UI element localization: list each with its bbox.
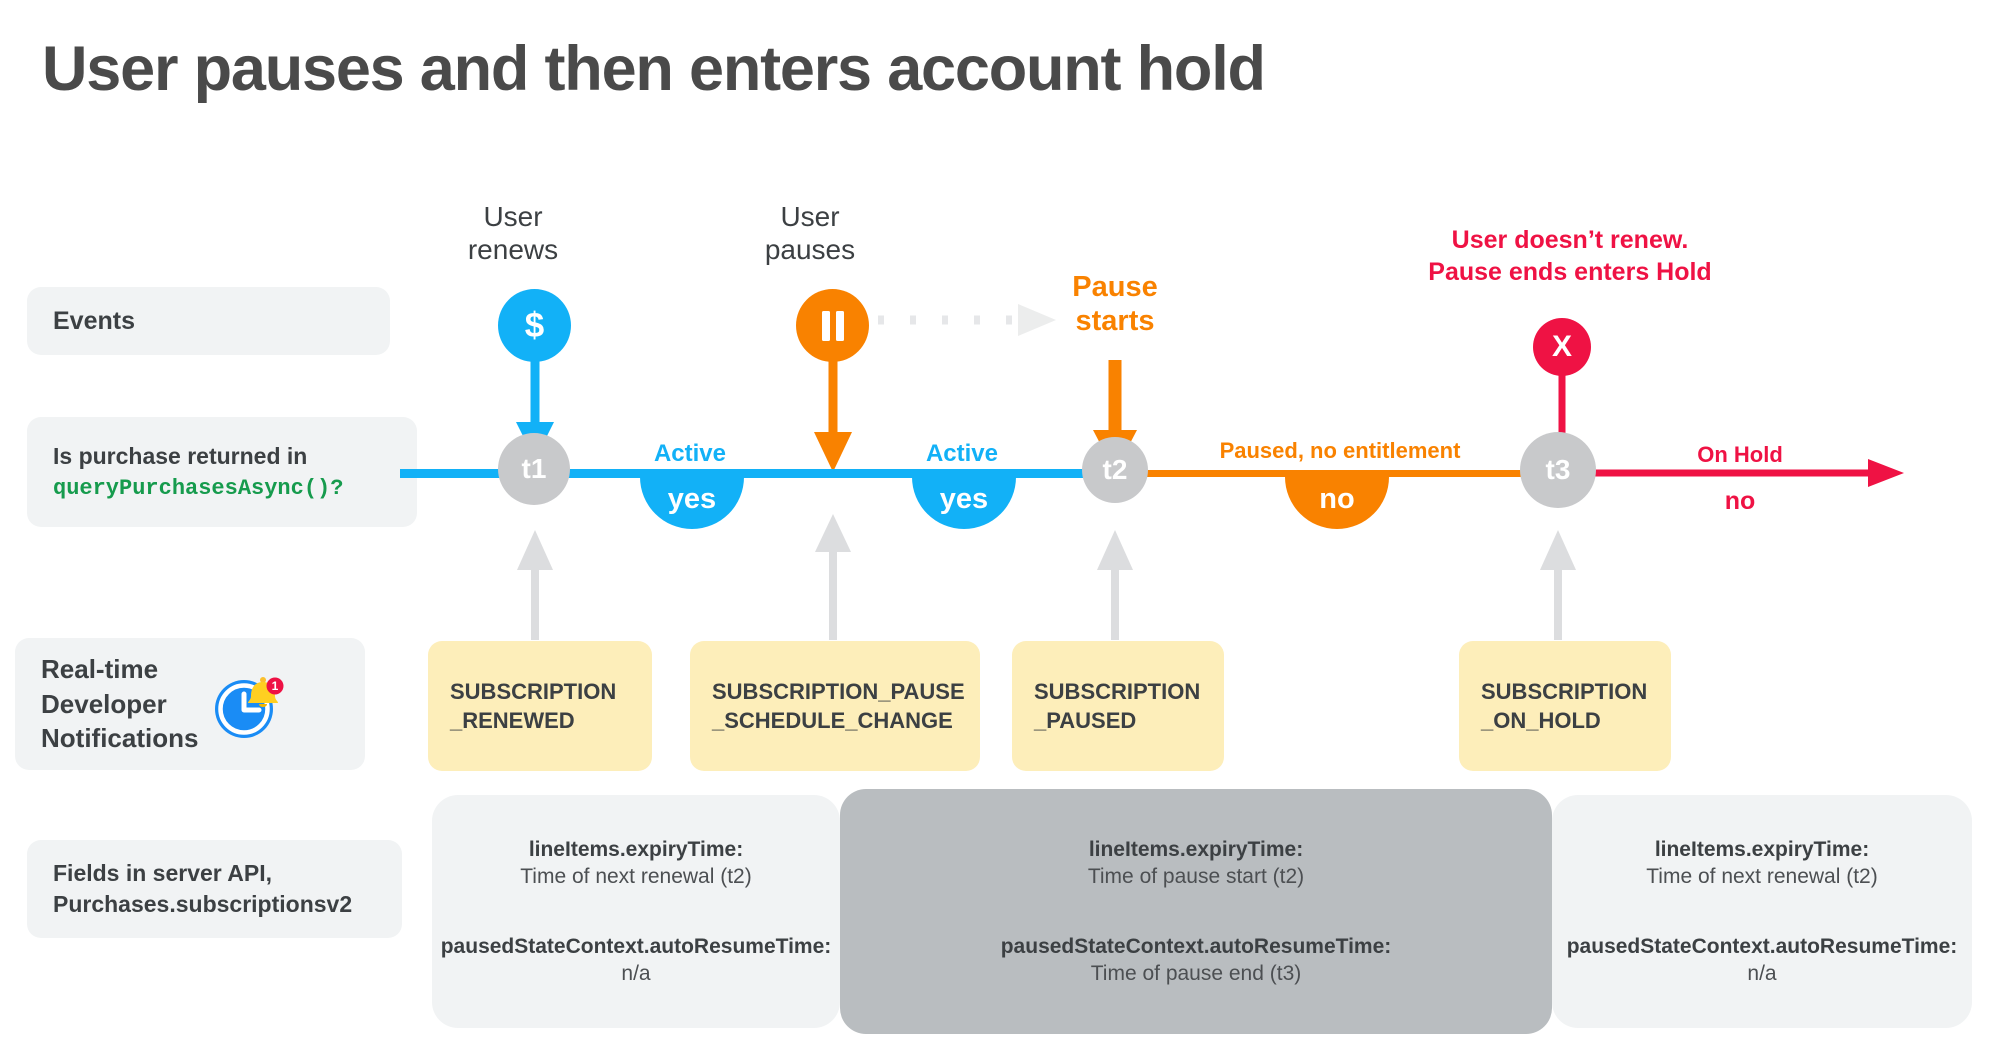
- segment-label-paused: Paused, no entitlement: [1219, 438, 1461, 463]
- field-card-2-resume-key: pausedStateContext.autoResumeTime:: [1000, 934, 1392, 958]
- event-caption-user-renews: User renews: [467, 201, 559, 266]
- notification-card-subscription-renewed[interactable]: SUBSCRIPTION _RENEWED: [428, 641, 652, 771]
- arrow-up-pause-schedule-change: [815, 514, 851, 640]
- answer-badge-yes-2: yes: [912, 477, 1016, 529]
- field-card-1-expiry-value: Time of next renewal (t2): [520, 864, 752, 888]
- timeline-node-t2: t2: [1082, 437, 1148, 503]
- timeline-segment-paused: [1118, 470, 1558, 477]
- arrow-up-renewed: [517, 530, 553, 640]
- query-purchases-async-code: queryPurchasesAsync()?: [53, 476, 344, 502]
- svg-text:1: 1: [272, 679, 279, 693]
- row-label-fields-server-api: Fields in server API, Purchases.subscrip…: [27, 840, 402, 938]
- event-caption-pause-starts: Pause starts: [1072, 271, 1158, 338]
- row-label-query-line1: Is purchase returned in: [53, 442, 308, 469]
- field-card-3-resume-value: n/a: [1747, 961, 1777, 985]
- field-card-1-expiry-key: lineItems.expiryTime:: [528, 837, 744, 861]
- dollar-icon: $: [498, 289, 571, 362]
- row-label-rtdn-text: Real-time Developer Notifications: [41, 654, 199, 754]
- row-label-events-text: Events: [53, 306, 135, 335]
- notification-card-subscription-on-hold[interactable]: SUBSCRIPTION _ON_HOLD: [1459, 641, 1671, 771]
- x-icon: X: [1533, 318, 1591, 376]
- answer-badge-no-2: no: [1724, 487, 1756, 515]
- row-label-rtdn: Real-time Developer Notifications 1: [15, 638, 365, 770]
- arrow-up-on-hold: [1540, 530, 1576, 640]
- timeline-segment-on-hold: [1552, 459, 1904, 487]
- segment-label-on-hold: On Hold: [1697, 442, 1783, 467]
- dotted-connector-pause-starts: [878, 304, 1056, 336]
- row-label-events: Events: [27, 287, 390, 355]
- field-card-2-expiry-value: Time of pause start (t2): [1087, 864, 1305, 888]
- arrow-down-pauses: [814, 356, 852, 472]
- field-card-3-expiry-value: Time of next renewal (t2): [1646, 864, 1878, 888]
- notification-card-subscription-paused[interactable]: SUBSCRIPTION _PAUSED: [1012, 641, 1224, 771]
- event-caption-user-pauses: User pauses: [764, 201, 856, 266]
- timeline-node-t1: t1: [498, 433, 570, 505]
- field-card-3-resume-key: pausedStateContext.autoResumeTime:: [1566, 934, 1958, 958]
- dollar-glyph: $: [524, 305, 545, 345]
- field-card-on-hold[interactable]: lineItems.expiryTime: Time of next renew…: [1552, 795, 1972, 1028]
- field-card-2-resume-value: Time of pause end (t3): [1090, 961, 1302, 985]
- event-caption-user-doesnt-renew: User doesn’t renew. Pause ends enters Ho…: [1428, 226, 1712, 286]
- row-label-query-purchases: Is purchase returned in queryPurchasesAs…: [27, 417, 417, 527]
- answer-badge-yes-1: yes: [640, 477, 744, 529]
- segment-label-active-2: Active: [925, 440, 999, 467]
- timeline-segment-active: [400, 469, 1120, 478]
- x-glyph: X: [1551, 330, 1572, 363]
- clock-bell-notification-icon: 1: [212, 667, 286, 741]
- timeline-node-t3: t3: [1520, 432, 1596, 508]
- row-label-fields-text: Fields in server API, Purchases.subscrip…: [53, 860, 353, 917]
- notification-card-subscription-pause-schedule-change[interactable]: SUBSCRIPTION_PAUSE _SCHEDULE_CHANGE: [690, 641, 980, 771]
- field-card-renewed[interactable]: lineItems.expiryTime: Time of next renew…: [432, 795, 840, 1028]
- field-card-3-expiry-key: lineItems.expiryTime:: [1654, 837, 1870, 861]
- arrow-up-paused: [1097, 530, 1133, 640]
- field-card-paused[interactable]: lineItems.expiryTime: Time of pause star…: [840, 789, 1552, 1034]
- field-card-2-expiry-key: lineItems.expiryTime:: [1088, 837, 1304, 861]
- page-title: User pauses and then enters account hold: [42, 34, 1266, 104]
- segment-label-active-1: Active: [653, 440, 727, 467]
- pause-icon: [796, 289, 869, 362]
- field-card-1-resume-value: n/a: [621, 961, 651, 985]
- answer-badge-no-1: no: [1285, 477, 1389, 529]
- field-card-1-resume-key: pausedStateContext.autoResumeTime:: [440, 934, 832, 958]
- row-label-query-text: Is purchase returned in queryPurchasesAs…: [53, 441, 343, 503]
